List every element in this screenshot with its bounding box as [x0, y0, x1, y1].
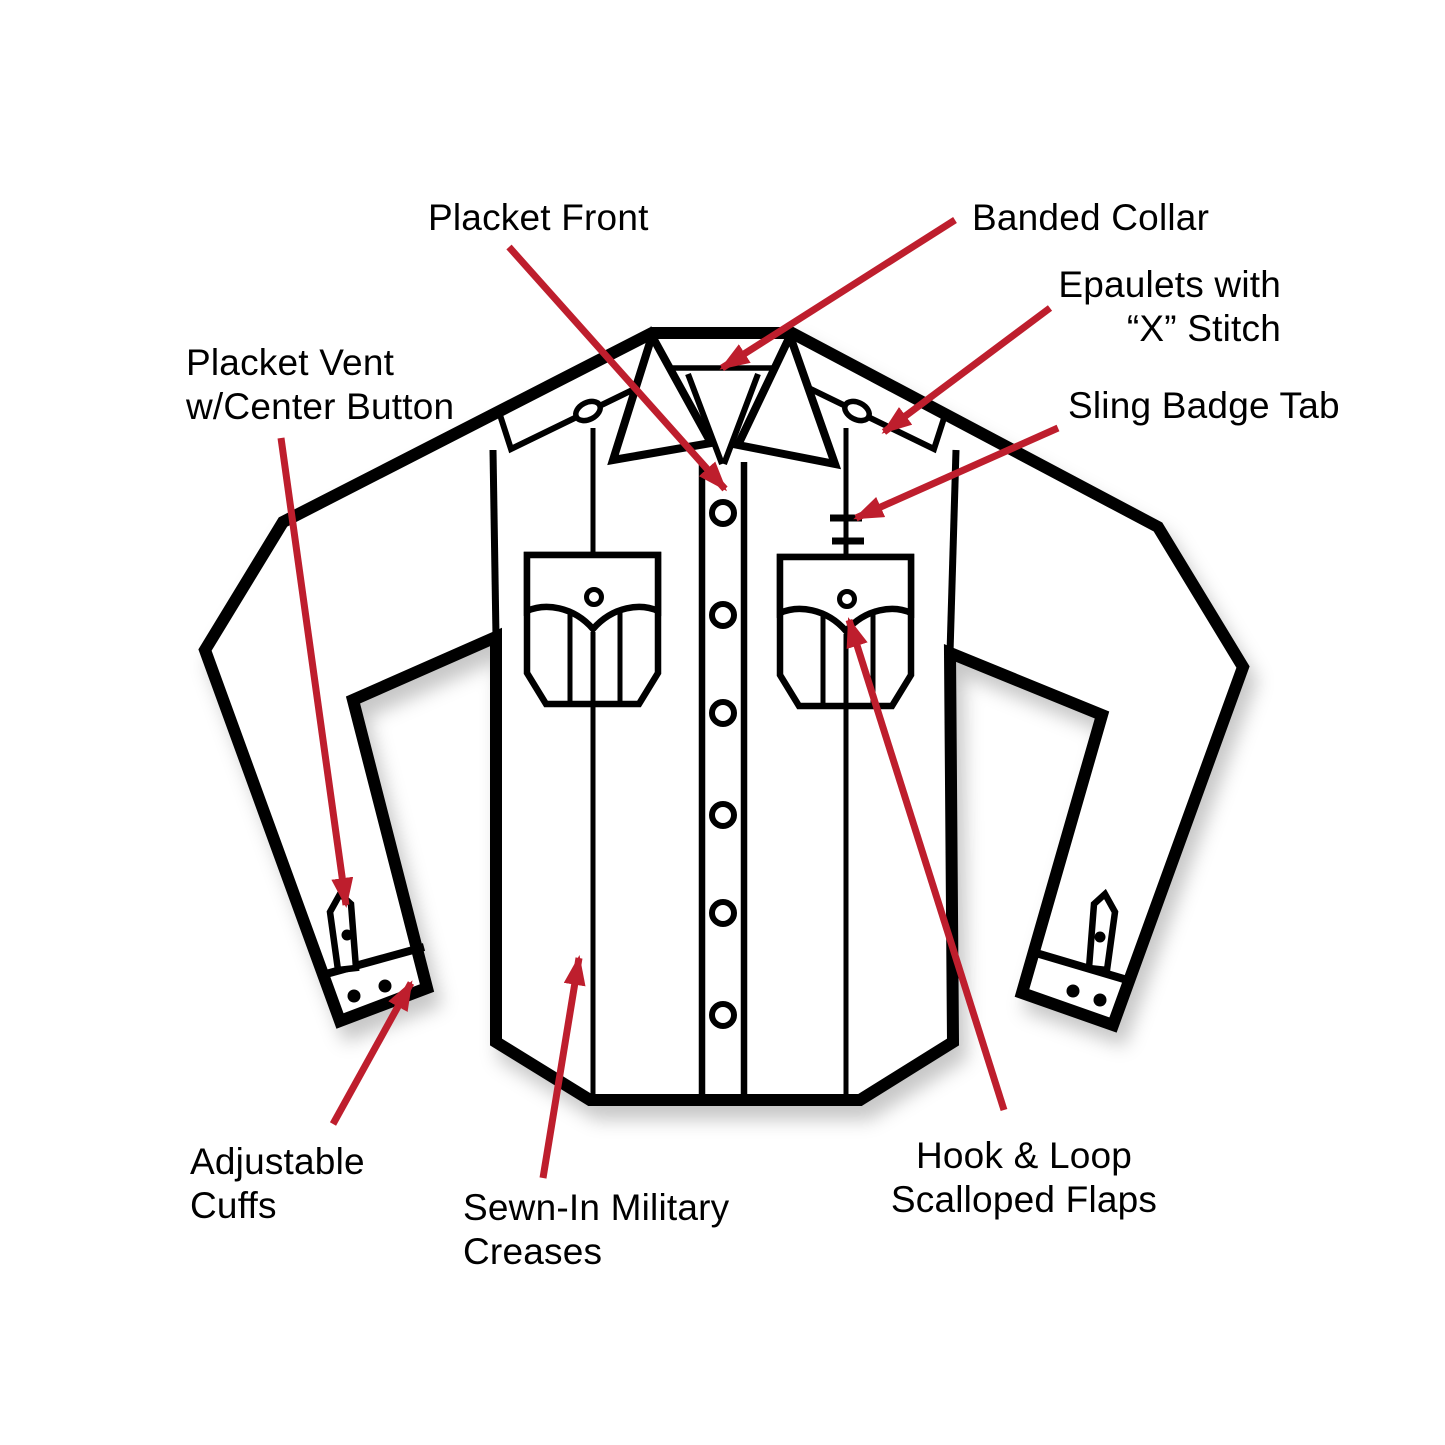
label-sling-badge-tab: Sling Badge Tab [1068, 385, 1340, 426]
label-hook-loop-flaps: Hook & Loop Scalloped Flaps [890, 1135, 1158, 1220]
collar-left-leaf [607, 325, 718, 466]
left-cuff-button [347, 989, 361, 1003]
label-placket-vent: Placket Vent w/Center Button [186, 342, 455, 427]
right-epaulet [786, 375, 948, 454]
left-epaulet [497, 375, 659, 454]
arrow-hook-loop-flaps [845, 617, 1008, 1112]
label-epaulets: Epaulets with “X” Stitch [1058, 264, 1281, 349]
label-placket-front: Placket Front [428, 197, 649, 238]
left-armhole-seam [489, 449, 500, 638]
left-cuff [324, 888, 426, 1003]
left-pocket [523, 551, 662, 708]
arrow-military-creases [539, 955, 586, 1179]
placket-buttons [709, 499, 737, 1029]
arrow-banded-collar [719, 217, 957, 371]
arrow-placket-front [506, 244, 728, 492]
label-military-creases: Sewn-In Military Creases [463, 1187, 730, 1272]
left-cuff-button [378, 979, 392, 993]
collar-right-leaf [732, 325, 842, 470]
right-cuff [1034, 888, 1136, 1007]
right-pocket [776, 553, 915, 710]
arrow-sling-badge-tab [853, 424, 1060, 522]
label-banded-collar: Banded Collar [972, 197, 1210, 238]
arrow-epaulets [881, 305, 1053, 435]
right-cuff-button [1093, 993, 1107, 1007]
right-cuff-button [1066, 984, 1080, 998]
label-adjustable-cuffs: Adjustable Cuffs [190, 1141, 365, 1226]
right-epaulet-buttonhole [842, 398, 872, 424]
left-vent-button [341, 929, 353, 941]
callout-arrows [277, 217, 1060, 1179]
left-epaulet-buttonhole [573, 398, 603, 424]
right-pocket-buttonhole [837, 589, 857, 609]
neck-opening [685, 372, 761, 466]
arrow-adjustable-cuffs [329, 980, 415, 1126]
right-vent-button [1094, 931, 1106, 943]
arrow-placket-vent [277, 437, 354, 908]
right-armhole-seam [946, 449, 960, 654]
left-pocket-buttonhole [584, 587, 604, 607]
shirt-illustration [198, 325, 1250, 1106]
placket-front [698, 462, 748, 1094]
